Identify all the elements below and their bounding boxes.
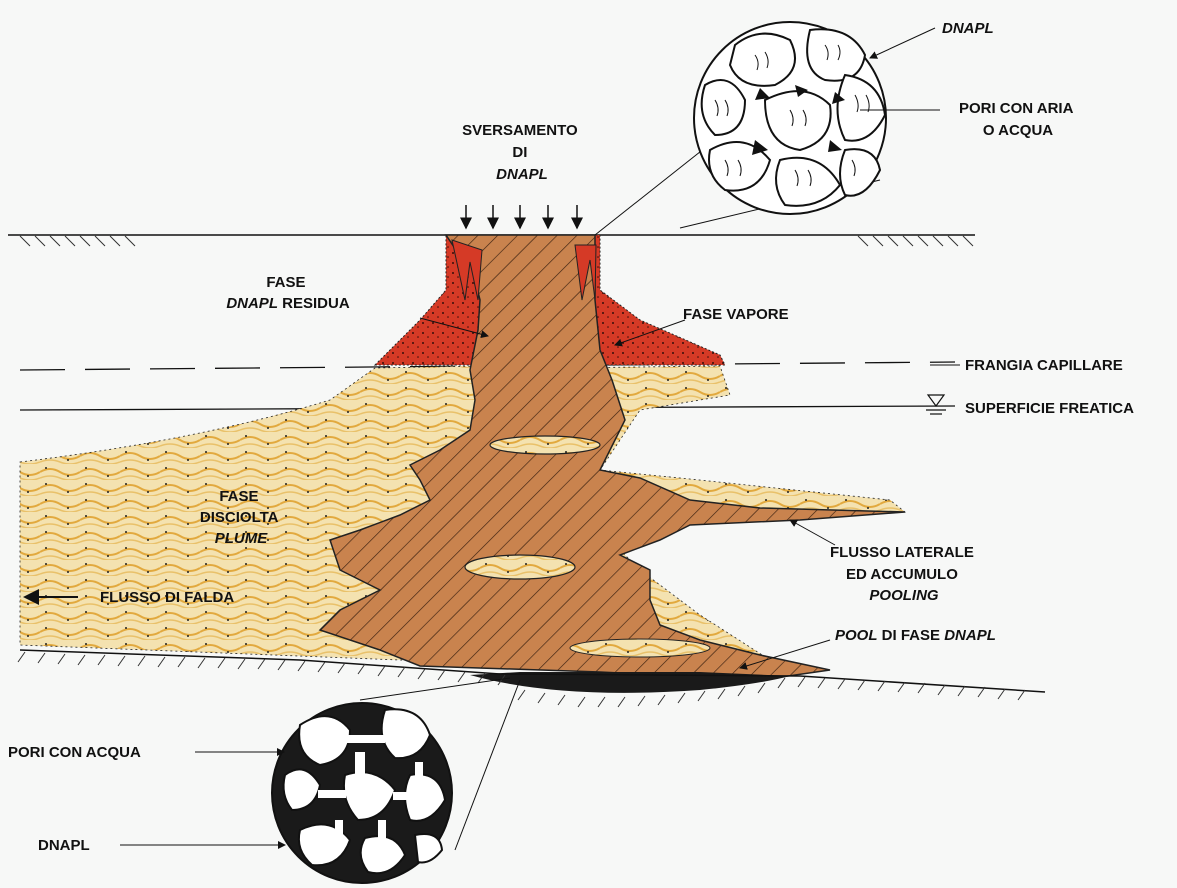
pool-label: POOL DI FASE DNAPL	[835, 627, 996, 644]
top-pore-magnifier	[595, 22, 886, 235]
ground-surface-hatch-left	[20, 236, 135, 246]
lateral-flow-label: FLUSSO LATERALE ED ACCUMULO POOLING	[830, 544, 978, 604]
ground-surface-hatch-right	[858, 236, 973, 246]
pores-water-label: PORI CON ACQUA	[8, 744, 141, 761]
groundwater-flow-label: FLUSSO DI FALDA	[100, 589, 234, 606]
spill-arrows	[466, 205, 577, 228]
capillary-fringe-label: FRANGIA CAPILLARE	[965, 357, 1123, 374]
water-table-symbol	[926, 395, 946, 414]
bottom-pore-magnifier	[272, 678, 520, 883]
residual-phase-label: FASE DNAPL RESIDUA	[226, 274, 350, 312]
water-table-label: SUPERFICIE FREATICA	[965, 400, 1134, 417]
pores-air-water-label: PORI CON ARIA O ACQUA	[959, 100, 1077, 139]
vapor-phase-label: FASE VAPORE	[683, 306, 789, 323]
dnapl-bottom-label: DNAPL	[38, 837, 90, 854]
spill-label: SVERSAMENTO DI DNAPL	[462, 122, 582, 183]
dnapl-top-label: DNAPL	[942, 20, 994, 37]
